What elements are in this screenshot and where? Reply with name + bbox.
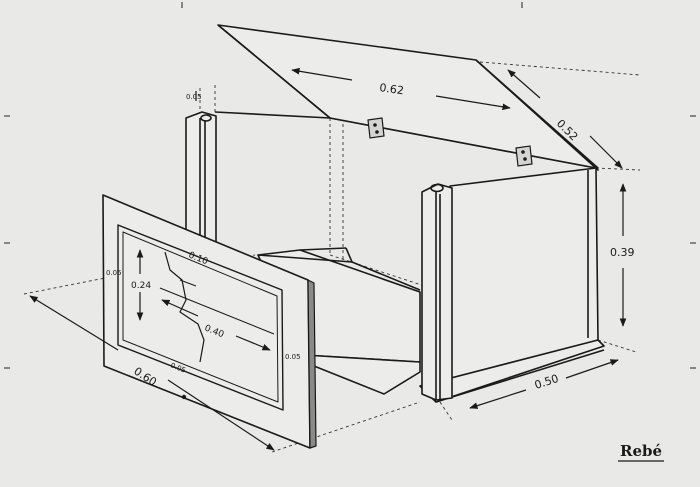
hinge-icon bbox=[367, 117, 385, 139]
label-inner-height: 0.24 bbox=[131, 281, 151, 291]
label-lid-width: 0.62 bbox=[379, 81, 405, 97]
signature: Rebé bbox=[620, 442, 662, 460]
label-post-size: 0.05 bbox=[186, 93, 202, 101]
front-panel bbox=[102, 194, 317, 449]
dimension-lines bbox=[29, 67, 627, 451]
label-depth: 0.50 bbox=[533, 372, 560, 392]
hinge-icon bbox=[515, 145, 533, 167]
label-frame-left: 0.05 bbox=[106, 269, 122, 277]
label-height: 0.39 bbox=[610, 246, 635, 259]
label-frame-side: 0.05 bbox=[285, 353, 301, 361]
lid-panel bbox=[217, 24, 599, 171]
border-ticks bbox=[4, 2, 696, 369]
